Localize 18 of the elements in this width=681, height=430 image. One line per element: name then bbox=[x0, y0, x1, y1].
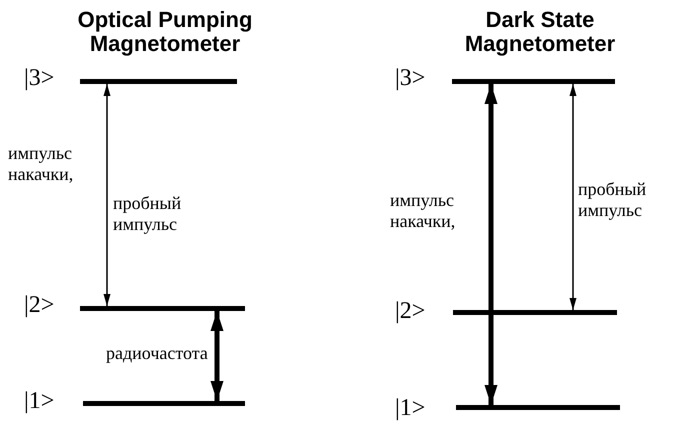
state-label: |3> bbox=[24, 65, 54, 91]
double-arrow bbox=[484, 84, 498, 405]
state-label: |2> bbox=[395, 298, 426, 324]
energy-level-bar bbox=[453, 310, 617, 315]
double-arrow bbox=[570, 84, 576, 310]
energy-level-bar bbox=[452, 79, 615, 84]
energy-level-bar bbox=[80, 79, 237, 84]
double-arrow bbox=[210, 311, 224, 401]
state-label: |2> bbox=[24, 292, 54, 318]
panel-title: Dark State Magnetometer bbox=[464, 8, 616, 56]
state-label: |3> bbox=[395, 65, 426, 91]
energy-level-bar bbox=[456, 405, 620, 410]
double-arrow bbox=[104, 84, 110, 306]
state-label: |1> bbox=[395, 395, 426, 421]
energy-level-bar bbox=[80, 306, 245, 311]
state-label: |1> bbox=[24, 388, 54, 414]
panel-title: Optical Pumping Magnetometer bbox=[76, 8, 254, 56]
energy-level-bar bbox=[83, 401, 245, 406]
